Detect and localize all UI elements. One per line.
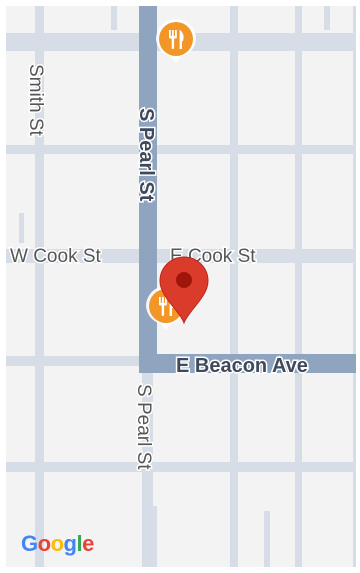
street-label-w-cook: W Cook St xyxy=(10,246,102,267)
restaurant-icon xyxy=(169,30,184,49)
road-s-pearl-st-major xyxy=(139,6,157,373)
google-logo-letter: o xyxy=(50,531,64,556)
google-logo-letter: o xyxy=(37,531,51,556)
road-minor-horizontal xyxy=(6,145,356,154)
map-canvas[interactable]: Smith St S Pearl St S Pearl St W Cook St… xyxy=(6,6,356,567)
google-logo-letter: g xyxy=(63,531,77,556)
road-minor-vertical xyxy=(264,511,270,567)
google-logo-letter: l xyxy=(76,531,83,556)
road-cook-st xyxy=(6,249,356,263)
street-label-pearl-south: S Pearl St xyxy=(133,384,154,470)
location-pin-dot xyxy=(176,272,192,288)
google-logo-letter: e xyxy=(82,531,94,556)
street-label-e-beacon: E Beacon Ave xyxy=(176,355,308,377)
google-logo: Google xyxy=(21,531,94,557)
street-label-smith: Smith St xyxy=(25,64,46,137)
location-pin-shape xyxy=(159,256,209,325)
road-minor-vertical xyxy=(151,506,157,567)
restaurant-marker[interactable] xyxy=(156,19,196,63)
road-minor-vertical xyxy=(19,213,24,243)
road-minor-vertical xyxy=(111,6,117,30)
road-minor-horizontal xyxy=(6,462,356,472)
road-minor-vertical xyxy=(324,6,330,30)
road-minor-vertical xyxy=(353,6,356,567)
map-roads-layer: Smith St S Pearl St S Pearl St W Cook St… xyxy=(6,6,356,567)
location-pin-icon[interactable] xyxy=(159,256,209,325)
road-smith-st xyxy=(35,6,44,567)
road-minor-vertical xyxy=(230,6,238,567)
street-label-pearl-north: S Pearl St xyxy=(135,108,157,202)
google-logo-letter: G xyxy=(21,531,38,556)
road-e-beacon-ave xyxy=(139,354,356,373)
road-minor-vertical xyxy=(295,6,302,567)
road-minor-horizontal xyxy=(6,356,139,366)
road-s-pearl-st-minor xyxy=(142,373,153,567)
restaurant-marker-circle xyxy=(159,22,193,56)
